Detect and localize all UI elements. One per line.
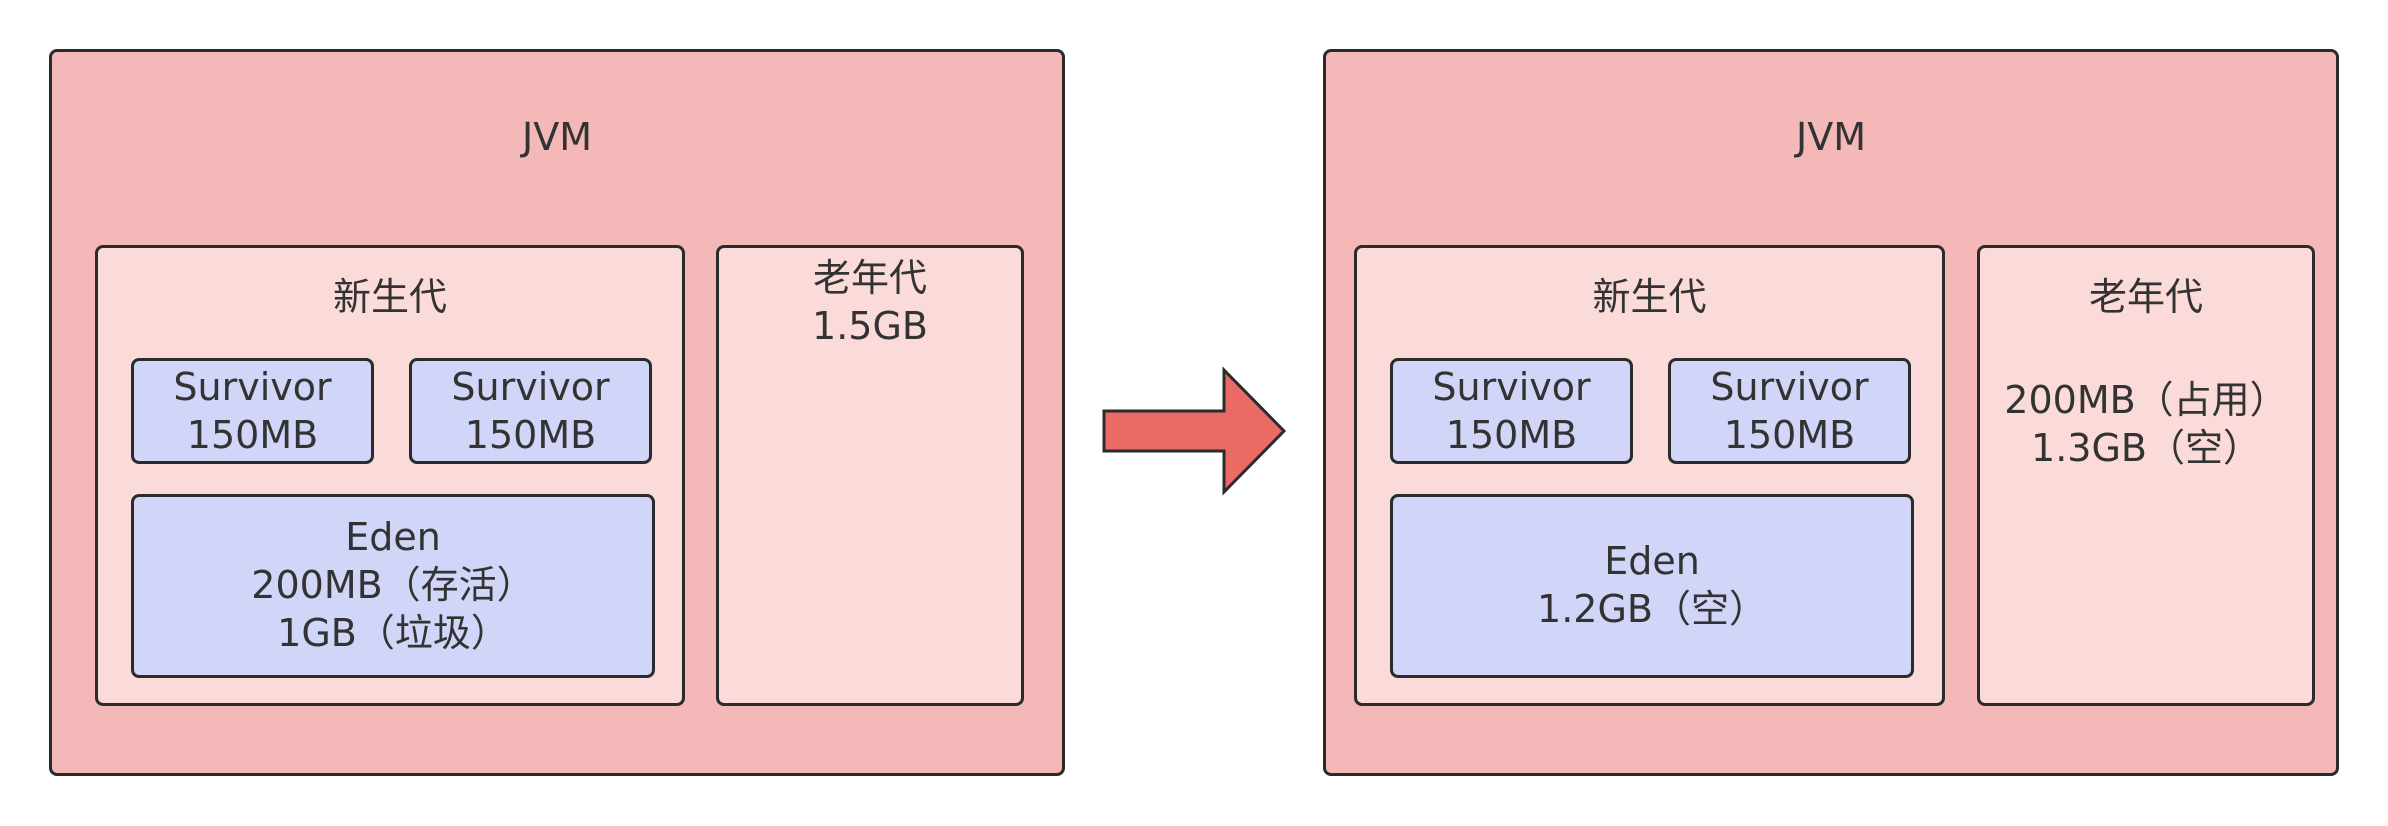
survivor-before-1-text: Survivor 150MB xyxy=(173,365,332,457)
old-generation-before: 老年代 1.5GB xyxy=(716,245,1024,706)
survivor-before-2-text: Survivor 150MB xyxy=(451,365,610,457)
old-generation-after: 老年代 200MB（占用） 1.3GB（空） xyxy=(1977,245,2315,706)
survivor-after-2: Survivor 150MB xyxy=(1668,358,1911,464)
young-generation-before: 新生代 Survivor 150MB Survivor 150MB Eden 2… xyxy=(95,245,685,706)
young-generation-before-label: 新生代 xyxy=(332,275,447,319)
young-generation-after-label: 新生代 xyxy=(1592,275,1707,319)
right-arrow-icon xyxy=(1102,366,1287,496)
jvm-before-label: JVM xyxy=(522,115,592,159)
old-generation-after-label: 老年代 xyxy=(2088,275,2203,319)
young-generation-after: 新生代 Survivor 150MB Survivor 150MB Eden 1… xyxy=(1354,245,1945,706)
old-generation-before-text: 老年代 1.5GB xyxy=(812,256,928,348)
jvm-after: JVM 新生代 Survivor 150MB Survivor 150MB Ed… xyxy=(1323,49,2339,776)
survivor-before-2: Survivor 150MB xyxy=(409,358,652,464)
eden-after-text: Eden 1.2GB（空） xyxy=(1537,539,1767,631)
survivor-after-1: Survivor 150MB xyxy=(1390,358,1633,464)
eden-before: Eden 200MB（存活） 1GB（垃圾） xyxy=(131,494,655,678)
eden-after: Eden 1.2GB（空） xyxy=(1390,494,1914,678)
jvm-before: JVM 新生代 Survivor 150MB Survivor 150MB Ed… xyxy=(49,49,1065,776)
old-generation-after-contents: 200MB（占用） 1.3GB（空） xyxy=(2004,378,2288,470)
survivor-after-1-text: Survivor 150MB xyxy=(1432,365,1591,457)
survivor-after-2-text: Survivor 150MB xyxy=(1710,365,1869,457)
survivor-before-1: Survivor 150MB xyxy=(131,358,374,464)
eden-before-text: Eden 200MB（存活） 1GB（垃圾） xyxy=(251,515,535,655)
jvm-after-label: JVM xyxy=(1796,115,1866,159)
